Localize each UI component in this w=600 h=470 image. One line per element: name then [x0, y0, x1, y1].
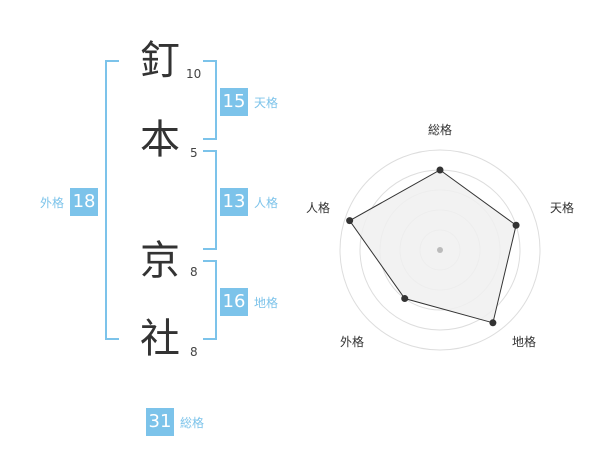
jinkaku-badge: 13 人格: [220, 188, 278, 216]
tenkaku-label: 天格: [254, 95, 279, 110]
radar-center-dot: [437, 247, 443, 253]
tenkaku-bracket: [203, 60, 217, 140]
stroke-count-3: 8: [190, 265, 198, 279]
radar-axis-label-5: 人格: [306, 200, 330, 215]
tenkaku-value: 15: [220, 88, 248, 116]
gaikaku-badge: 外格 18: [40, 188, 99, 216]
gaikaku-value: 18: [70, 188, 99, 216]
radar-point-2: [512, 221, 520, 229]
radar-polygon: [348, 169, 517, 324]
radar-ring-5: [339, 149, 541, 351]
chikaku-badge: 16 地格: [220, 288, 278, 316]
name-char-2: 本: [140, 117, 180, 163]
jinkaku-value: 13: [220, 188, 248, 216]
gaikaku-bracket: [105, 60, 119, 340]
chikaku-bracket: [203, 260, 217, 340]
chikaku-label: 地格: [254, 295, 279, 310]
radar-axis-label-4: 外格: [340, 334, 364, 349]
soukaku-badge: 31 総格: [146, 408, 204, 436]
soukaku-value: 31: [146, 408, 174, 436]
stroke-count-1: 10: [186, 67, 202, 81]
radar-point-1: [436, 166, 444, 174]
soukaku-label: 総格: [180, 415, 205, 430]
radar-point-5: [346, 217, 354, 225]
radar-axis-label-3: 地格: [512, 334, 536, 349]
name-char-1: 釘: [140, 38, 180, 84]
stroke-count-4: 8: [190, 345, 198, 359]
radar-axis-label-2: 天格: [550, 200, 574, 215]
jinkaku-bracket: [203, 150, 217, 250]
radar-point-4: [401, 295, 409, 303]
radar-axis-label-1: 総格: [428, 122, 452, 137]
jinkaku-label: 人格: [254, 195, 279, 210]
radar-point-3: [489, 319, 497, 327]
name-char-4: 社: [140, 316, 180, 362]
chikaku-value: 16: [220, 288, 248, 316]
name-char-3: 京: [140, 238, 180, 284]
gaikaku-label: 外格: [40, 195, 65, 210]
tenkaku-badge: 15 天格: [220, 88, 278, 116]
stroke-count-2: 5: [190, 146, 198, 160]
